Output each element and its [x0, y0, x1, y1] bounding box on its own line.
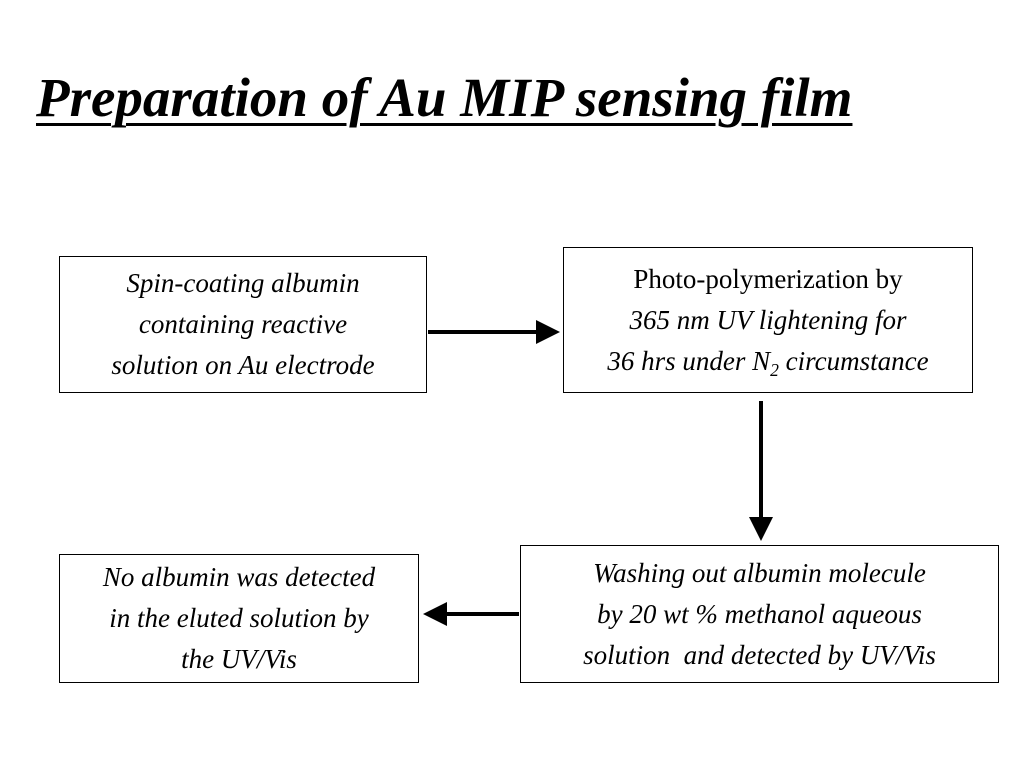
- step-4-line-1: No albumin was detected: [102, 562, 376, 592]
- step-box-photo-polymerization: Photo-polymerization by 365 nm UV lighte…: [563, 247, 973, 393]
- step-box-washing: Washing out albumin molecule by 20 wt % …: [520, 545, 999, 683]
- step-1-line-2: containing reactive: [138, 309, 348, 339]
- step-2-line-3: 36 hrs under N2 circumstance: [607, 341, 928, 382]
- step-2-line-3-prefix: 36 hrs under N: [607, 345, 771, 376]
- step-2-line-3-suffix: circumstance: [778, 345, 929, 376]
- step-4-line-3: the UV/Vis: [181, 644, 297, 674]
- step-3-line-1: Washing out albumin molecule: [593, 557, 926, 588]
- step-1-line-1: Spin-coating albumin: [126, 268, 360, 298]
- step-box-no-albumin: No albumin was detected in the eluted so…: [59, 554, 419, 683]
- step-1-line-3: solution on Au electrode: [111, 350, 375, 380]
- step-2-subscript: 2: [770, 359, 779, 380]
- step-2-line-2: 365 nm UV lightening for: [629, 304, 907, 335]
- step-2-line-1: Photo-polymerization by: [633, 263, 903, 294]
- step-3-line-2: by 20 wt % methanol aqueous: [597, 598, 922, 629]
- page-title: Preparation of Au MIP sensing film: [36, 67, 853, 128]
- step-3-line-3: solution and detected by UV/Vis: [583, 639, 936, 670]
- step-4-line-2: in the eluted solution by: [109, 603, 369, 633]
- step-box-spin-coating: Spin-coating albumin containing reactive…: [59, 256, 427, 393]
